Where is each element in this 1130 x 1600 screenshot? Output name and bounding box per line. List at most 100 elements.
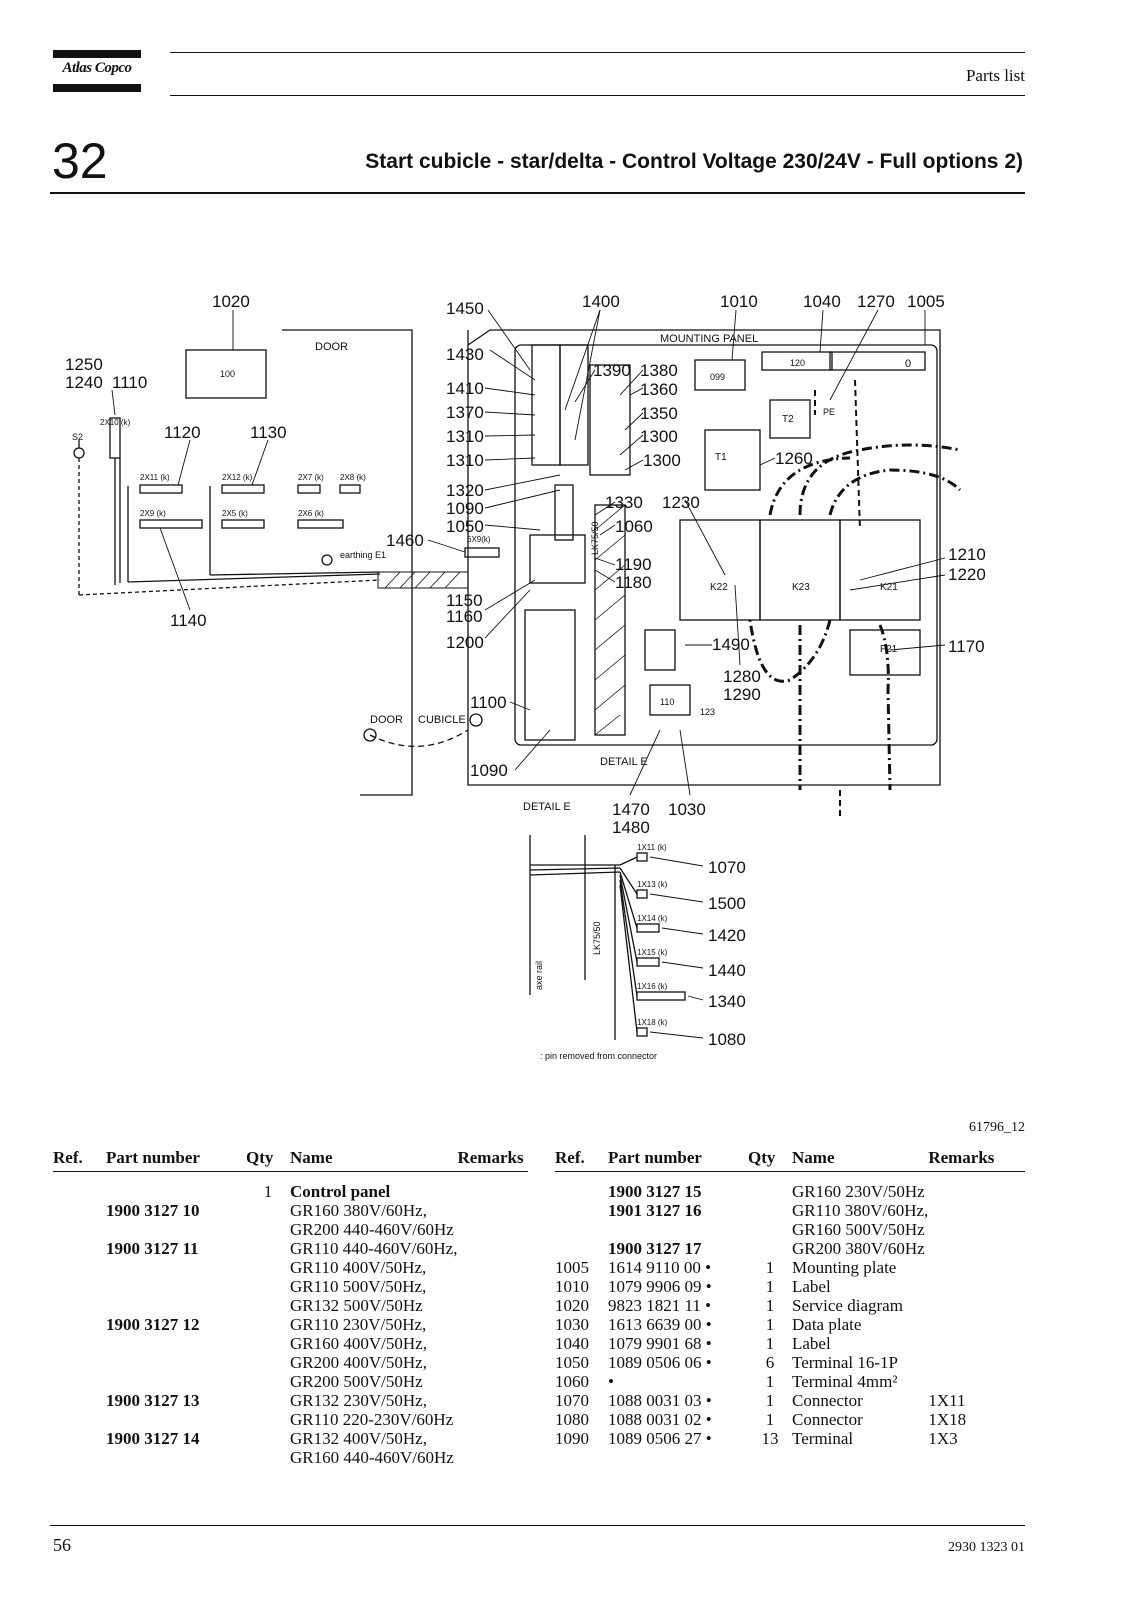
- callout: 1440: [708, 961, 746, 980]
- qty-cell: [246, 1315, 290, 1334]
- ref-cell: [555, 1239, 608, 1258]
- remarks-cell: [457, 1201, 528, 1220]
- callout: 1340: [708, 992, 746, 1011]
- callout: 1030: [668, 800, 706, 819]
- name-cell: GR200 500V/50Hz: [290, 1372, 423, 1391]
- callout: 1410: [446, 379, 484, 398]
- k21-label: K21: [880, 582, 898, 593]
- ref-cell: [53, 1239, 106, 1258]
- pin-removed-note: : pin removed from connector: [540, 1051, 657, 1061]
- name-cell: GR110 440-460V/60Hz,: [290, 1239, 458, 1258]
- connector-label: 1X13 (k): [637, 880, 668, 889]
- remarks-cell: [457, 1239, 528, 1258]
- qty-cell: 1: [765, 1277, 775, 1296]
- qty-cell: 1: [765, 1410, 775, 1429]
- callout: 1080: [708, 1030, 746, 1049]
- ref-cell: 1070: [555, 1391, 589, 1410]
- qty-cell: [748, 1182, 792, 1201]
- page-title: Start cubicle - star/delta - Control Vol…: [365, 150, 1023, 173]
- qty-cell: [246, 1353, 290, 1372]
- qty-cell: 13: [761, 1429, 779, 1448]
- table-row: GR160 400V/50Hz,: [53, 1334, 528, 1353]
- callout: 1010: [720, 292, 758, 311]
- part-number-cell: [608, 1220, 748, 1239]
- table-row: GR200 500V/50Hz: [53, 1372, 528, 1391]
- name-cell: GR160 400V/50Hz,: [290, 1334, 427, 1353]
- ref-cell: [53, 1220, 106, 1239]
- name-cell: GR200 380V/60Hz: [792, 1239, 925, 1258]
- door-label-2: DOOR: [370, 714, 403, 726]
- callout: 1090: [446, 499, 484, 518]
- callout: 1430: [446, 345, 484, 364]
- qty-cell: [246, 1391, 290, 1410]
- connector-label: 1X14 (k): [637, 914, 668, 923]
- ref-cell: [53, 1201, 106, 1220]
- detail-e-label: DETAIL E: [600, 756, 648, 768]
- connector-label: 1X15 (k): [637, 948, 668, 957]
- section-number: 32: [52, 133, 108, 189]
- ref-cell: 1080: [555, 1410, 589, 1429]
- name-cell: Terminal 16-1P: [792, 1353, 898, 1372]
- remarks-cell: [928, 1315, 1025, 1334]
- callout: 1200: [446, 633, 484, 652]
- remarks-cell: [928, 1353, 1025, 1372]
- callout: 1020: [212, 292, 250, 311]
- ref-cell: 1030: [555, 1315, 589, 1334]
- part-number-cell: 1614 9110 00 •: [608, 1258, 712, 1277]
- s2-label: S2: [72, 432, 83, 442]
- callout: 1210: [948, 545, 986, 564]
- callout: 1090: [470, 761, 508, 780]
- table-row: GR160 500V/50Hz: [555, 1220, 1025, 1239]
- name-cell: Label: [792, 1334, 831, 1353]
- lk-label: LK75/50: [590, 521, 600, 555]
- qty-cell: [246, 1201, 290, 1220]
- part-number-cell: 1088 0031 02 •: [608, 1410, 712, 1429]
- name-cell: GR200 400V/50Hz,: [290, 1353, 427, 1372]
- name-cell: Data plate: [792, 1315, 862, 1334]
- qty-cell: [246, 1448, 290, 1467]
- part-number-cell: 1900 3127 10: [106, 1201, 200, 1220]
- callout: 1070: [708, 858, 746, 877]
- remarks-cell: [457, 1448, 528, 1467]
- remarks-cell: [928, 1201, 1025, 1220]
- remarks-cell: 1X18: [928, 1410, 967, 1429]
- callout: 1060: [615, 517, 653, 536]
- col-qty: Qty: [748, 1148, 792, 1172]
- connector-label: 2X11 (k): [140, 473, 170, 482]
- remarks-cell: [457, 1220, 528, 1239]
- callout: 1370: [446, 403, 484, 422]
- connector-label: 1X16 (k): [637, 982, 668, 991]
- part-number-cell: [106, 1448, 246, 1467]
- ref-cell: [53, 1410, 106, 1429]
- callout: 1240: [65, 373, 103, 392]
- name-cell: GR200 440-460V/60Hz: [290, 1220, 454, 1239]
- connector-label: 2X6 (k): [298, 509, 324, 518]
- box-120: 120: [790, 358, 805, 368]
- remarks-cell: [928, 1182, 1025, 1201]
- callout: 1280: [723, 667, 761, 686]
- callout: 1500: [708, 894, 746, 913]
- figure-reference: 61796_12: [969, 1120, 1025, 1135]
- callout: 1360: [640, 380, 678, 399]
- qty-cell: [748, 1201, 792, 1220]
- part-number-cell: 9823 1821 11 •: [608, 1296, 712, 1315]
- part-number-cell: 1900 3127 13: [106, 1391, 200, 1410]
- callout: 1250: [65, 355, 103, 374]
- remarks-cell: [457, 1296, 528, 1315]
- callout: 1220: [948, 565, 986, 584]
- callout: 1310: [446, 427, 484, 446]
- remarks-cell: [928, 1258, 1025, 1277]
- callout: 1005: [907, 292, 945, 311]
- remarks-cell: [928, 1220, 1025, 1239]
- name-cell: GR110 500V/50Hz,: [290, 1277, 427, 1296]
- callout: 1320: [446, 481, 484, 500]
- remarks-cell: [928, 1372, 1025, 1391]
- zero-label: 0: [905, 358, 911, 370]
- ref-cell: [555, 1201, 608, 1220]
- title-rule: [50, 192, 1025, 194]
- remarks-cell: 1X3: [928, 1429, 958, 1448]
